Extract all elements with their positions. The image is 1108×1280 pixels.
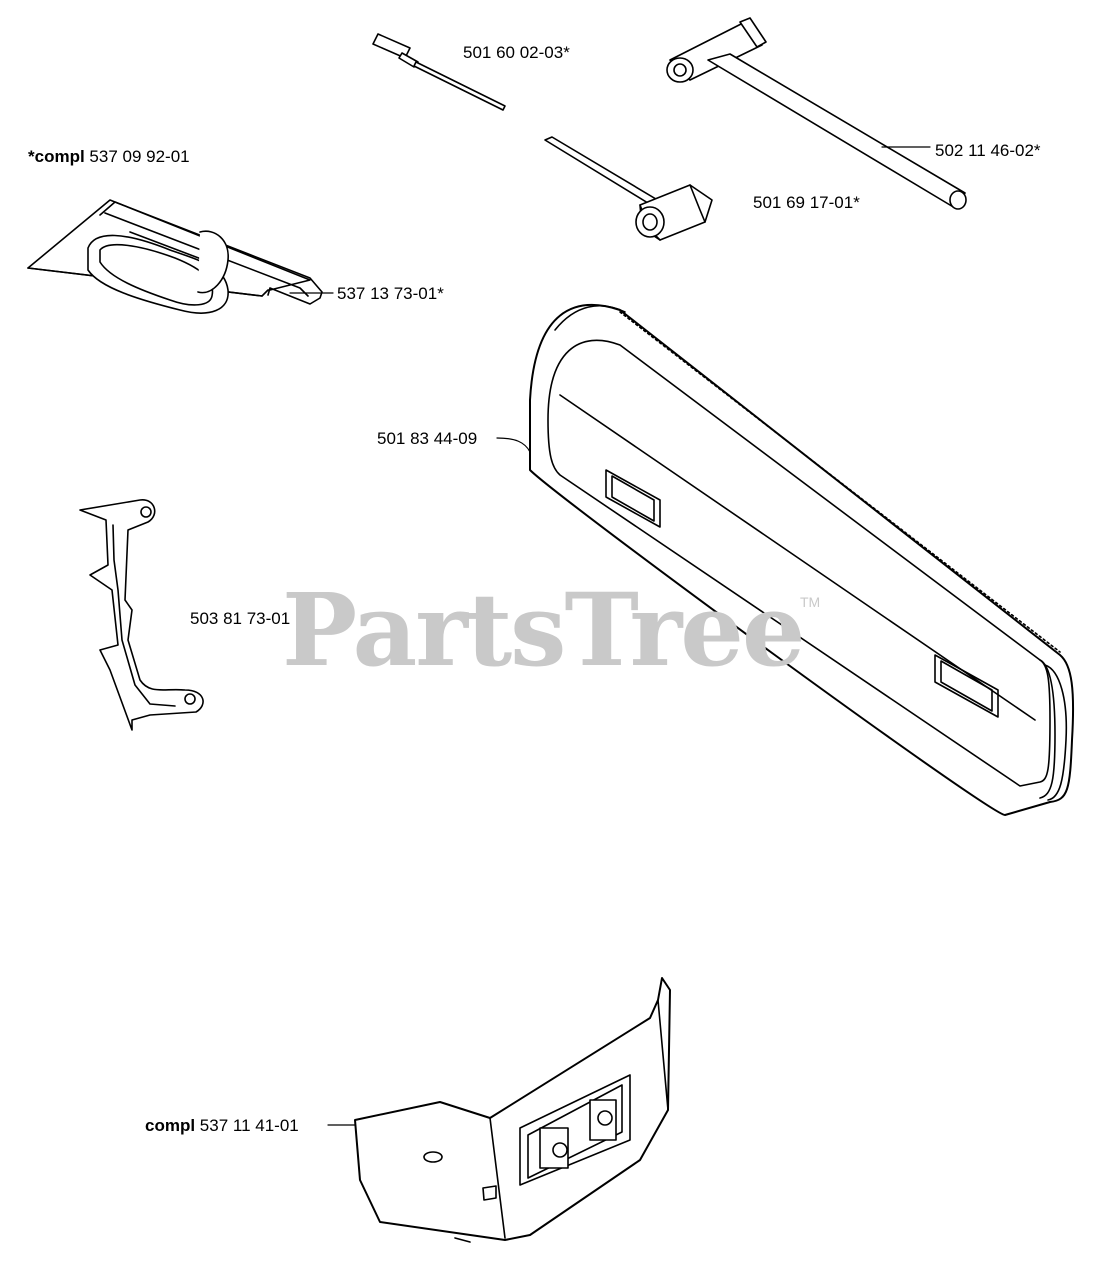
bar-cover [529, 303, 1075, 816]
screwdriver-tool [372, 33, 506, 111]
part-label[interactable]: 502 11 46-02* [935, 141, 1041, 160]
leader-lines [289, 146, 931, 1126]
part-label[interactable]: 501 83 44-09 [377, 429, 478, 448]
part-label[interactable]: 501 69 17-01* [753, 193, 860, 212]
t-wrench-tool [666, 17, 967, 210]
bucking-spike [79, 499, 204, 731]
spark-plug-wrench-tool [544, 136, 713, 241]
part-label[interactable]: 501 60 02-03* [463, 43, 570, 62]
part-label[interactable]: 537 13 73-01* [337, 284, 444, 303]
part-label[interactable]: 503 81 73-01 [190, 609, 291, 628]
part-label[interactable]: *compl 537 09 92-01 [28, 147, 190, 166]
watermark-trademark: TM [800, 594, 821, 610]
tool-bag [27, 199, 323, 314]
watermark: PartsTree [282, 571, 806, 689]
clutch-cover [354, 977, 671, 1243]
part-label[interactable]: compl 537 11 41-01 [145, 1116, 299, 1135]
